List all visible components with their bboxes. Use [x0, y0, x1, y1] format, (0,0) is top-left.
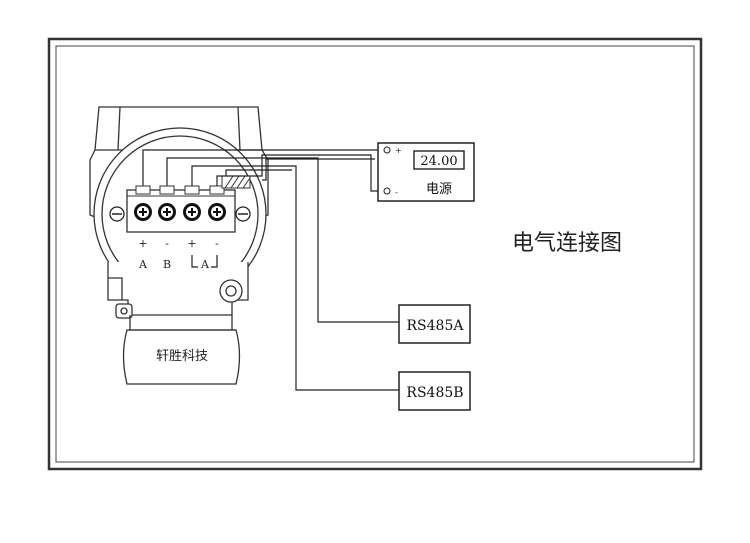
wire-power-negative	[216, 154, 388, 192]
power-minus-sign: -	[395, 188, 398, 197]
terminal-screw-2	[158, 185, 176, 221]
power-plus-sign: +	[395, 146, 402, 155]
terminal-screw-4	[208, 185, 226, 221]
wire-rs485b	[191, 165, 399, 391]
terminal-screw-3	[183, 185, 201, 221]
terminal-polarity-2: -	[165, 237, 169, 250]
terminal-pair-bracket	[191, 255, 218, 268]
power-terminal-negative	[383, 187, 391, 195]
terminal-labels: + - + - A B A	[138, 237, 219, 271]
cable-gland	[221, 175, 251, 189]
terminal-polarity-3: +	[187, 237, 196, 250]
rs485a-label: RS485A	[407, 318, 465, 334]
terminal-letter-a-pair: A	[200, 258, 210, 271]
power-supply-label: 电源	[426, 182, 452, 197]
rs485a-box: RS485A	[398, 304, 471, 344]
mounting-screw-left	[109, 206, 125, 222]
brand-label: 轩胜科技	[156, 349, 208, 364]
diagram-frame	[47, 37, 703, 471]
terminal-polarity-1: +	[138, 237, 147, 250]
terminal-letter-a: A	[138, 258, 148, 271]
power-display-value: 24.00	[420, 154, 457, 169]
terminal-polarity-4: -	[215, 237, 219, 250]
mounting-screw-right	[235, 206, 251, 222]
rs485b-box: RS485B	[398, 371, 471, 411]
power-terminal-positive	[383, 146, 391, 154]
terminal-screw-1	[134, 185, 152, 221]
terminal-letter-b: B	[163, 258, 171, 271]
power-supply: + - 24.00 电源	[377, 142, 475, 202]
rs485b-label: RS485B	[406, 385, 463, 401]
wire-power-positive	[142, 149, 388, 186]
transmitter-housing	[89, 106, 269, 385]
terminal-block	[109, 175, 251, 233]
diagram-title: 电气连接图	[512, 231, 622, 256]
power-display-frame	[413, 150, 465, 170]
wire-rs485a	[166, 157, 399, 323]
wires	[142, 149, 399, 391]
